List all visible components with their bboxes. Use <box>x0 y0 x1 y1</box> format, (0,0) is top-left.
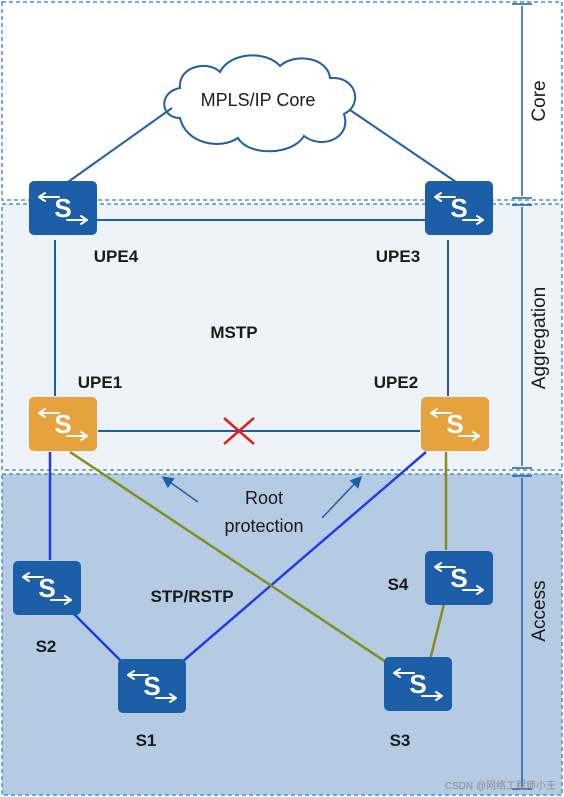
watermark: CSDN @网络工程师小王 <box>445 779 556 792</box>
switch-glyph: S <box>450 193 467 223</box>
aggregation-layer-label: Aggregation <box>529 287 550 389</box>
upe2-label: UPE2 <box>374 373 418 392</box>
root-protection-arrow-right <box>321 475 363 519</box>
s3-label: S3 <box>390 731 411 750</box>
cloud-label: MPLS/IP Core <box>201 90 316 110</box>
mstp-label: MSTP <box>210 323 257 342</box>
switch-glyph: S <box>450 563 467 593</box>
s1-label: S1 <box>136 731 157 750</box>
stp-rstp-label: STP/RSTP <box>150 587 233 606</box>
aggregation-bracket <box>512 204 532 469</box>
device-s4[interactable]: S <box>424 550 494 606</box>
root-protection-label-line2: protection <box>224 516 303 536</box>
device-s2[interactable]: S <box>12 560 82 616</box>
link-upe1-s3 <box>69 450 393 668</box>
device-upe3[interactable]: S <box>424 180 494 236</box>
core-bracket <box>512 3 532 199</box>
device-s3[interactable]: S <box>383 656 453 712</box>
access-bracket <box>512 475 532 790</box>
s2-label: S2 <box>36 637 57 656</box>
switch-glyph: S <box>409 669 426 699</box>
root-protection-arrow-left <box>161 476 199 503</box>
link-cloud-upe4 <box>67 107 173 183</box>
mpls-ip-core-cloud: MPLS/IP Core <box>163 54 357 153</box>
switch-glyph: S <box>54 193 71 223</box>
access-layer-label: Access <box>529 580 550 641</box>
switch-glyph: S <box>54 409 71 439</box>
device-upe2[interactable]: S <box>420 396 490 452</box>
core-layer-label: Core <box>529 80 550 121</box>
upe4-label: UPE4 <box>94 247 139 266</box>
link-s1-upe2 <box>181 451 427 663</box>
s4-label: S4 <box>388 575 409 594</box>
upe1-label: UPE1 <box>78 373 122 392</box>
device-s1[interactable]: S <box>117 658 187 714</box>
switch-glyph: S <box>143 671 160 701</box>
root-protection-label-line1: Root <box>245 488 283 508</box>
switch-glyph: S <box>38 573 55 603</box>
device-upe1[interactable]: S <box>28 396 98 452</box>
link-s4-s3 <box>428 603 446 661</box>
link-cloud-upe3 <box>349 109 457 183</box>
upe3-label: UPE3 <box>376 247 420 266</box>
device-upe4[interactable]: S <box>28 180 98 236</box>
link-s2-s1 <box>71 611 129 669</box>
switch-glyph: S <box>446 409 463 439</box>
blocked-link-icon <box>223 417 255 445</box>
